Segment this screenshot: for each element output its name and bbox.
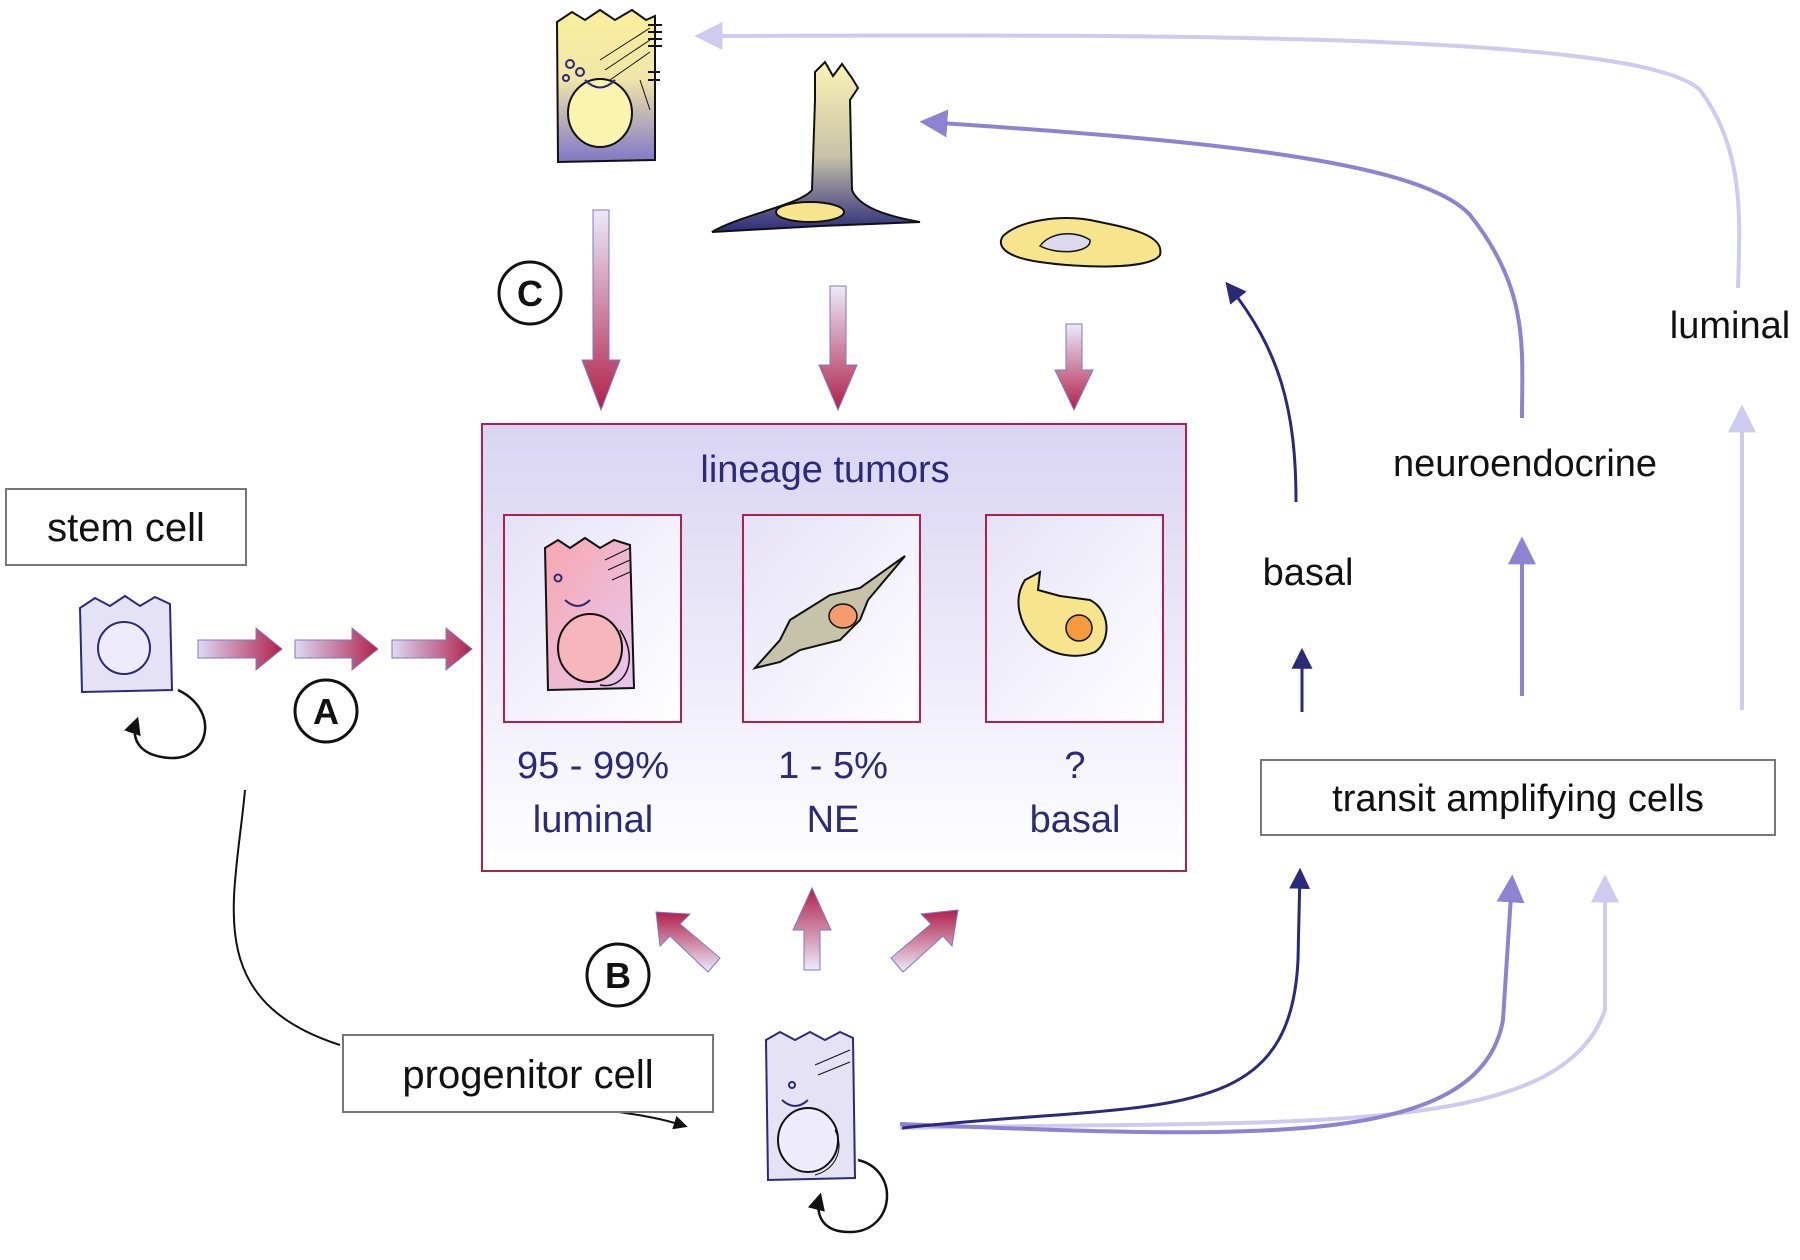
step-a-arrow-3 [391, 626, 473, 672]
basal-tumor-pct: ? [1064, 745, 1085, 787]
marker-c-label: C [517, 273, 543, 314]
basal-tumor-cell [1017, 570, 1108, 657]
basal-label: basal [1263, 552, 1354, 594]
luminal-label: luminal [1670, 305, 1790, 347]
luminal-to-luminal-cell-curve [694, 21, 1742, 289]
transit-amplifying-label: transit amplifying cells [1332, 778, 1704, 820]
marker-a-label: A [313, 691, 339, 732]
ne-tumor-cell [752, 555, 906, 670]
basal-cell-top [1000, 217, 1162, 268]
luminal-lineage-curve [899, 874, 1619, 1130]
basal-tumor-type: basal [1030, 799, 1121, 841]
luminal-tumor-type: luminal [533, 799, 653, 841]
marker-b-label: B [605, 955, 631, 996]
ne-tumor-type: NE [807, 799, 860, 841]
ne-to-ne-cell-curve [919, 109, 1525, 419]
progenitor-cell-drawing [764, 1030, 857, 1182]
progenitor-self-renewal-arrow [807, 1158, 889, 1234]
stem-self-renewal-arrow [124, 688, 207, 760]
step-a-arrow-2 [294, 626, 379, 672]
stem-cell-label: stem cell [47, 506, 205, 550]
luminal-tumor-cell [543, 536, 636, 692]
step-b-arrow-right [890, 909, 959, 973]
ne-cell-top [711, 60, 921, 233]
step-b-arrow-left [655, 911, 721, 973]
neuroendocrine-label: neuroendocrine [1393, 443, 1657, 485]
ne-lineage-curve [899, 874, 1525, 1135]
basal-to-basal-cell-curve [1225, 281, 1298, 503]
lineage-tumors-title: lineage tumors [700, 449, 949, 491]
stem-cell-drawing [78, 594, 174, 694]
stem-to-progenitor-line [232, 789, 341, 1046]
luminal-down-arrow [581, 209, 621, 412]
basal-down-arrow [1054, 323, 1094, 412]
step-b-arrow-center [792, 886, 832, 971]
progenitor-cell-label-box [342, 1034, 714, 1113]
marker-b-circle [585, 942, 651, 1008]
transit-amplifying-label-box [1260, 759, 1776, 836]
marker-c-circle [497, 260, 563, 326]
luminal-tumor-pct: 95 - 99% [517, 745, 669, 787]
basal-lineage-curve [901, 867, 1311, 1130]
stem-cell-label-box [5, 488, 247, 566]
progenitor-cell-label: progenitor cell [402, 1053, 653, 1097]
luminal-cell-top [555, 8, 662, 164]
step-a-arrow-1 [197, 626, 283, 672]
ne-tumor-pct: 1 - 5% [778, 745, 888, 787]
marker-a-circle [293, 678, 359, 744]
ne-down-arrow [818, 285, 858, 412]
